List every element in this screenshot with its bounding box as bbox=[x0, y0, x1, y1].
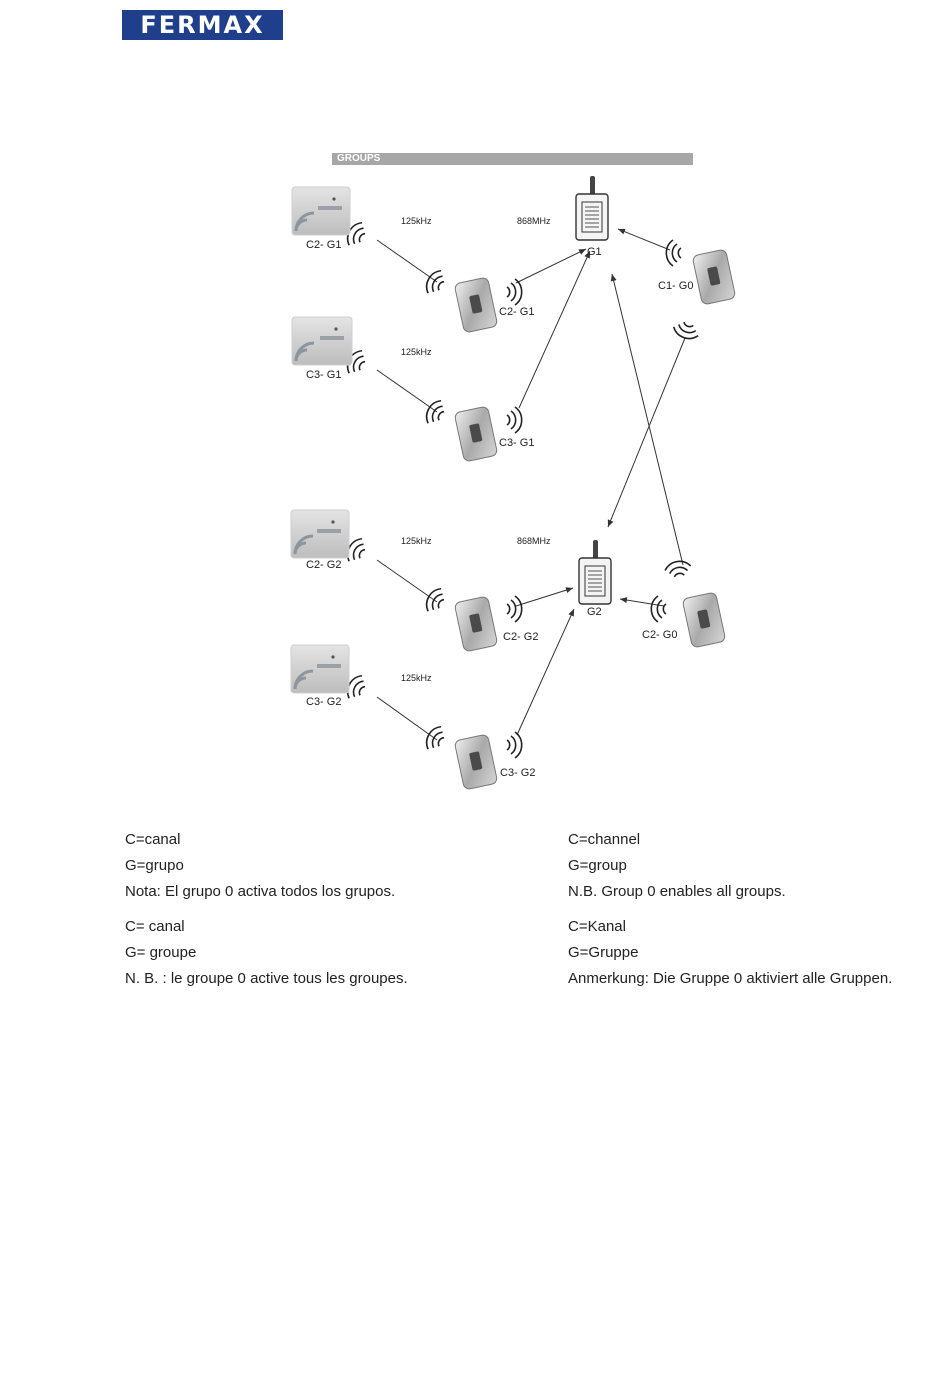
legend-line: Anmerkung: Die Gruppe 0 aktiviert alle G… bbox=[568, 970, 893, 987]
link-reader-c2g2 bbox=[376, 559, 438, 603]
legend-french: C= canal G= groupe N. B. : le groupe 0 a… bbox=[125, 914, 408, 992]
link-c2g0-to-g2 bbox=[619, 597, 665, 607]
rf-wave-icon bbox=[506, 595, 523, 623]
link-reader-c3g2 bbox=[376, 696, 438, 741]
legend-english: C=channel G=group N.B. Group 0 enables a… bbox=[568, 827, 786, 905]
legend-line: C=canal bbox=[125, 831, 181, 848]
receiver-icon bbox=[578, 540, 612, 605]
legend-line: C=channel bbox=[568, 831, 641, 848]
transmitter-label: C3- G1 bbox=[499, 437, 534, 449]
legend-german: C=Kanal G=Gruppe Anmerkung: Die Gruppe 0… bbox=[568, 914, 892, 992]
legend-line: G=Gruppe bbox=[568, 944, 639, 961]
transmitter-label: C1- G0 bbox=[658, 280, 693, 292]
receiver-icon bbox=[575, 176, 609, 241]
freq-label: 125kHz bbox=[401, 216, 432, 226]
legend-line: Nota: El grupo 0 activa todos los grupos… bbox=[125, 883, 396, 900]
rf-wave-icon bbox=[425, 269, 445, 294]
reader-label: C2- G1 bbox=[306, 239, 341, 251]
rf-wave-icon bbox=[506, 731, 523, 759]
rf-wave-icon bbox=[650, 595, 667, 623]
key-fob-icon bbox=[692, 249, 736, 305]
connection-lines bbox=[376, 228, 686, 741]
receiver-label: G1 bbox=[587, 246, 602, 258]
card-reader-icon bbox=[290, 644, 350, 694]
transmitter-label: C2- G0 bbox=[642, 629, 677, 641]
freq-label: 868MHz bbox=[517, 216, 551, 226]
key-fob-icon bbox=[454, 596, 498, 652]
reader-label: C3- G2 bbox=[306, 696, 341, 708]
rf-wave-icon bbox=[425, 725, 445, 750]
card-reader-icon bbox=[291, 186, 351, 236]
rf-wave-icon bbox=[664, 560, 692, 578]
link-reader-c3g1 bbox=[376, 369, 438, 413]
legend-line: N. B. : le groupe 0 active tous les grou… bbox=[125, 970, 408, 987]
legend-line: N.B. Group 0 enables all groups. bbox=[568, 883, 786, 900]
rf-wave-icon bbox=[346, 674, 366, 699]
rf-wave-icon bbox=[346, 537, 366, 562]
fermax-logo: FERMAX bbox=[122, 10, 283, 40]
transmitter-label: C3- G2 bbox=[500, 767, 535, 779]
key-fob-icon bbox=[682, 592, 726, 648]
link-reader-c2g1 bbox=[376, 239, 438, 283]
transmitter-label: C2- G2 bbox=[503, 631, 538, 643]
card-reader-icon bbox=[290, 509, 350, 559]
transmitter-label: C2- G1 bbox=[499, 306, 534, 318]
rf-wave-icon bbox=[506, 406, 523, 434]
link-c2g0-to-g1 bbox=[610, 273, 684, 566]
rf-wave-icon bbox=[665, 239, 682, 267]
link-c3g1-to-g1 bbox=[518, 250, 591, 409]
rf-wave-icons bbox=[346, 221, 699, 759]
rf-wave-icon bbox=[672, 321, 699, 340]
legend-line: C= canal bbox=[125, 918, 185, 935]
link-c3g2-to-g2 bbox=[516, 608, 575, 736]
link-c2g1-to-g1 bbox=[515, 248, 587, 284]
groups-diagram: 125kHz 868MHz 125kHz 125kHz 868MHz 125kH… bbox=[290, 176, 736, 790]
link-c1g0-to-g2 bbox=[607, 337, 686, 528]
link-c1g0-to-g1 bbox=[617, 228, 671, 251]
receiver-label: G2 bbox=[587, 606, 602, 618]
legend-line: G=group bbox=[568, 857, 627, 874]
freq-label: 868MHz bbox=[517, 536, 551, 546]
reader-label: C3- G1 bbox=[306, 369, 341, 381]
key-fob-icon bbox=[454, 406, 498, 462]
freq-label: 125kHz bbox=[401, 673, 432, 683]
key-fob-icon bbox=[454, 277, 498, 333]
card-reader-icon bbox=[291, 316, 353, 366]
legend-line: G= groupe bbox=[125, 944, 197, 961]
rf-wave-icon bbox=[506, 278, 523, 306]
reader-label: C2- G2 bbox=[306, 559, 341, 571]
link-c2g2-to-g2 bbox=[515, 587, 574, 607]
key-fob-icon bbox=[454, 734, 498, 790]
legend-line: C=Kanal bbox=[568, 918, 626, 935]
groups-section-title: GROUPS bbox=[332, 153, 693, 165]
legend-line: G=grupo bbox=[125, 857, 184, 874]
legend-spanish: C=canal G=grupo Nota: El grupo 0 activa … bbox=[125, 827, 395, 905]
rf-wave-icon bbox=[425, 587, 445, 612]
freq-label: 125kHz bbox=[401, 347, 432, 357]
rf-wave-icon bbox=[425, 399, 445, 424]
freq-label: 125kHz bbox=[401, 536, 432, 546]
